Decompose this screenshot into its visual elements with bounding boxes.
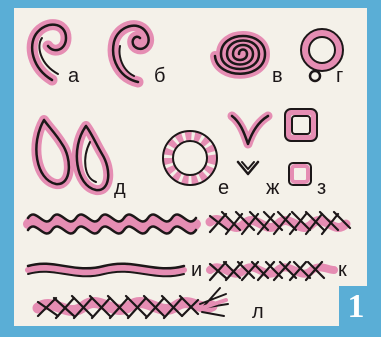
label-l: л (252, 301, 264, 323)
shape-z-square-links (285, 109, 317, 185)
label-z: з (317, 177, 326, 199)
label-g: г (336, 65, 343, 87)
shape-k-braid-top (210, 212, 350, 234)
label-v: в (272, 65, 283, 87)
shape-k-braid-bottom (210, 262, 334, 280)
shape-d-loops (36, 120, 108, 190)
label-zh: ж (266, 177, 280, 199)
shape-a-hook-scroll (32, 25, 66, 80)
drawing-panel: а б в г (14, 8, 367, 326)
shape-l-long-braid (38, 288, 228, 318)
wire-shapes-drawing: а б в г (14, 8, 367, 326)
label-k: к (338, 259, 347, 281)
shape-v-spiral (215, 36, 265, 74)
shape-b-paisley-scroll (113, 26, 149, 82)
label-a: а (68, 65, 80, 87)
shape-i-twisted-cord (28, 215, 196, 234)
shape-zh-bent-wire (232, 116, 268, 174)
label-d: д (114, 177, 126, 199)
label-i: и (191, 259, 202, 281)
shape-i-wavy-wire (28, 264, 184, 277)
figure-number: 1 (339, 286, 373, 328)
label-e: е (218, 177, 229, 199)
label-b: б (154, 65, 165, 87)
shape-e-wavy-ring (163, 131, 217, 185)
